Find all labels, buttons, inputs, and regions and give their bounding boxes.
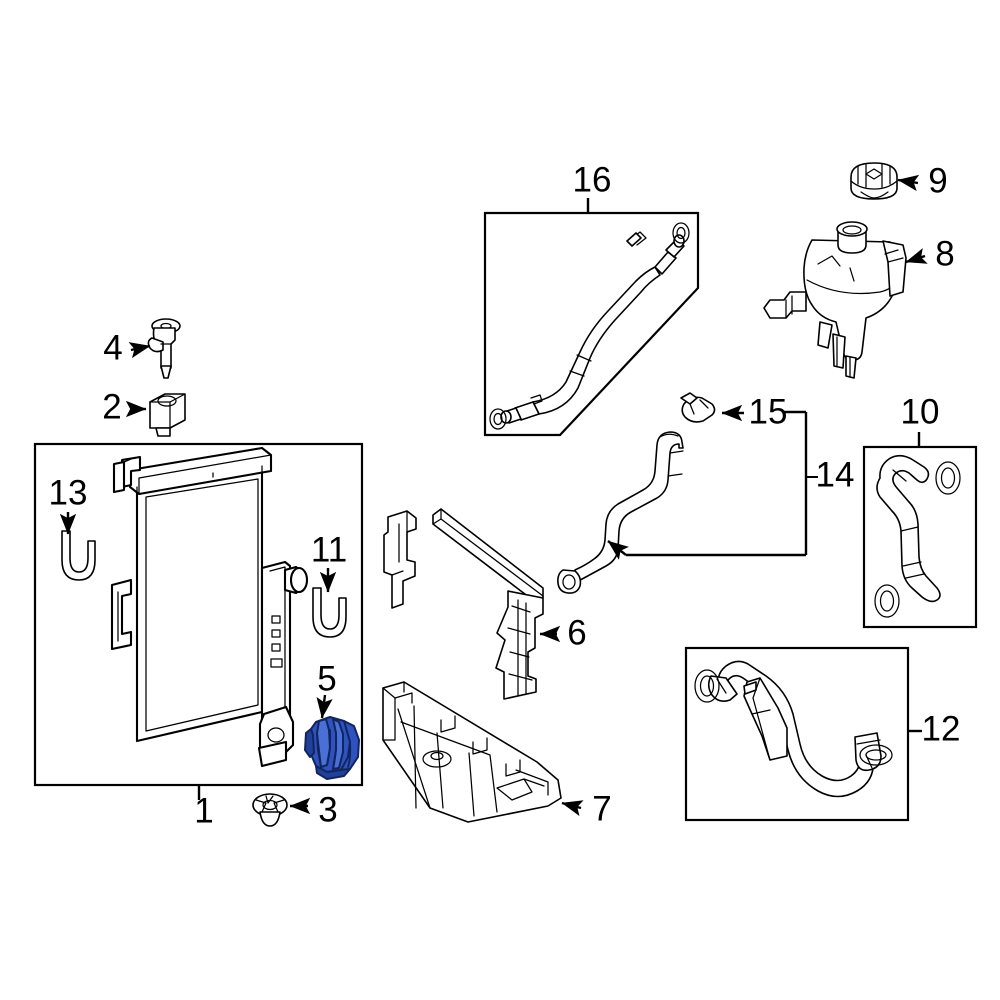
leader-5 [316, 694, 333, 719]
callout-label-5: 5 [317, 659, 336, 698]
callout-label-8: 8 [935, 234, 954, 273]
callout-label-10: 10 [901, 392, 940, 431]
group-box-lower-radiator-hose [684, 646, 910, 822]
callout-label-15: 15 [749, 392, 788, 431]
square-grommet [149, 393, 186, 437]
radiator-assembly [110, 446, 309, 768]
radiator-retaining-clip-13 [61, 530, 96, 581]
leader-14 [607, 410, 818, 560]
callout-label-16: 16 [573, 160, 612, 199]
coolant-expansion-tank [763, 221, 907, 379]
callout-label-7: 7 [592, 789, 611, 828]
callout-label-11: 11 [311, 530, 347, 569]
push-pin-rivet [147, 318, 181, 379]
expansion-tank-cap [850, 162, 898, 200]
leader-8 [905, 248, 928, 264]
radiator-outlet-hose-boot-highlighted [304, 716, 360, 780]
callout-label-12: 12 [922, 709, 961, 748]
callout-label-3: 3 [318, 790, 337, 829]
radiator-retaining-clip-11 [312, 587, 347, 638]
lower-radiator-hose [694, 660, 893, 798]
lower-engine-splash-shield [382, 681, 562, 823]
callout-label-6: 6 [567, 613, 586, 652]
air-guide-baffle [383, 508, 544, 700]
coolant-pipe-assembly [489, 222, 690, 430]
radiator-mount-screw [252, 793, 288, 827]
callout-label-9: 9 [928, 161, 947, 200]
hose-clamp-connector [680, 392, 716, 423]
callout-label-13: 13 [49, 473, 88, 512]
upper-radiator-hose [874, 454, 961, 618]
callout-label-2: 2 [102, 387, 121, 426]
leader-7 [561, 800, 584, 817]
group-box-coolant-pipe [483, 211, 700, 437]
coolant-hose-assembly [557, 431, 684, 594]
callout-label-4: 4 [103, 328, 122, 367]
callout-label-14: 14 [816, 455, 855, 494]
callout-label-1: 1 [194, 791, 213, 830]
leader-4 [128, 342, 151, 359]
leader-9 [897, 174, 920, 192]
